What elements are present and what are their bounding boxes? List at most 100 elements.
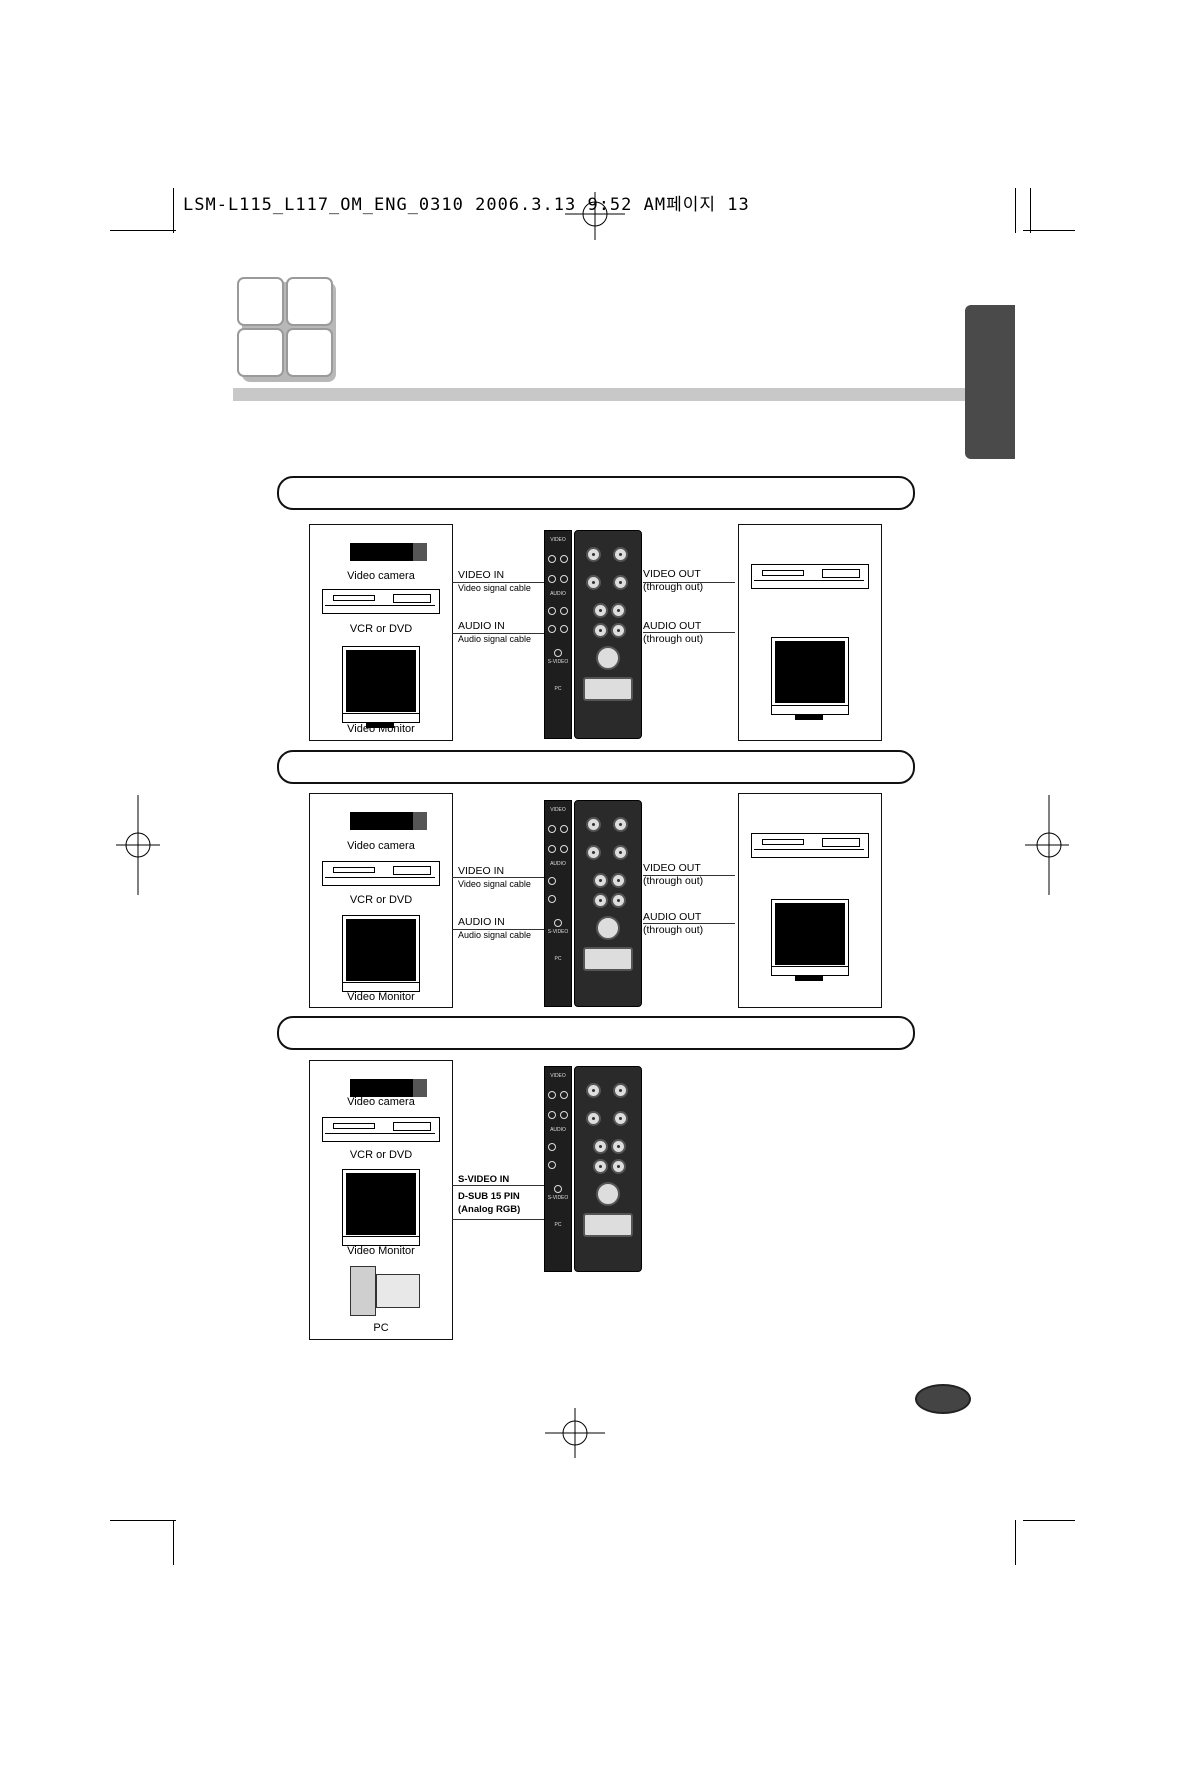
crop-mark: [1015, 188, 1016, 233]
strip-dot: [560, 845, 568, 853]
strip-dot: [548, 1161, 556, 1169]
monitor-stand: [795, 975, 823, 981]
video-out-jack: [586, 1111, 601, 1126]
audio-jack: [611, 1139, 626, 1154]
print-slug: LSM-L115_L117_OM_ENG_0310 2006.3.13 9:52…: [183, 195, 750, 215]
vcr-label: VCR or DVD: [349, 623, 413, 635]
connector-panel: [574, 800, 642, 1007]
monitor-icon: [342, 915, 420, 985]
output-devices-box: [738, 793, 882, 1008]
audio-jack: [611, 623, 626, 638]
strip-dot: [560, 625, 568, 633]
video-in-jack: [613, 547, 628, 562]
vcr-icon: [751, 564, 869, 589]
section-header-2: [277, 750, 915, 784]
strip-pc-label: PC: [554, 956, 562, 962]
input-label-strip: VIDEO AUDIO S-VIDEO PC: [544, 1066, 572, 1272]
video-out-jack: [613, 845, 628, 860]
camera-lens-icon: [413, 1079, 427, 1097]
strip-audio-label: AUDIO: [550, 1127, 566, 1133]
connector-panel: [574, 530, 642, 739]
chapter-side-tab: [965, 305, 1015, 459]
strip-dot: [560, 555, 568, 563]
strip-dot: [554, 1185, 562, 1193]
cable-line: [452, 1185, 570, 1186]
video-in-jack: [586, 1083, 601, 1098]
crop-mark: [173, 188, 174, 233]
video-camera-label: Video camera: [347, 840, 415, 852]
connector-panel: [574, 1066, 642, 1272]
vcr-icon: [322, 861, 440, 886]
crop-mark: [1030, 188, 1031, 233]
d-sub-label: D-SUB 15 PIN(Analog RGB): [458, 1191, 521, 1215]
audio-jack: [611, 893, 626, 908]
strip-audio-label: AUDIO: [550, 591, 566, 597]
video-in-jack: [613, 1083, 628, 1098]
audio-jack: [593, 1159, 608, 1174]
d-sub-port: [583, 947, 633, 971]
monitor-stand: [795, 714, 823, 720]
spacer: [548, 1775, 549, 1776]
strip-dot: [560, 825, 568, 833]
source-devices-box: Video camera VCR or DVD Video Monitor: [309, 793, 453, 1008]
audio-jack: [593, 893, 608, 908]
audio-jack: [593, 1139, 608, 1154]
audio-out-label: AUDIO OUT(through out): [643, 620, 704, 645]
strip-dot: [560, 1111, 568, 1119]
audio-jack: [593, 603, 608, 618]
registration-mark-left: [116, 795, 160, 895]
s-video-jack: [596, 916, 620, 940]
source-devices-box: Video camera VCR or DVD Video Monitor PC: [309, 1060, 453, 1340]
audio-jack: [611, 873, 626, 888]
monitor-bezel: [342, 982, 420, 992]
monitor-stand: [366, 722, 394, 728]
vcr-label: VCR or DVD: [349, 894, 413, 906]
strip-dot: [560, 575, 568, 583]
strip-svideo-label: S-VIDEO: [547, 1195, 569, 1201]
vcr-icon: [322, 589, 440, 614]
cable-line: [452, 582, 570, 583]
section-header-1: [277, 476, 915, 510]
cable-line: [643, 582, 735, 583]
audio-jack: [593, 623, 608, 638]
audio-jack: [593, 873, 608, 888]
monitor-icon: [342, 646, 420, 716]
video-out-label: VIDEO OUT(through out): [643, 862, 704, 887]
video-camera-icon: [350, 543, 414, 561]
strip-dot: [560, 607, 568, 615]
registration-mark: [565, 192, 625, 240]
strip-dot: [554, 649, 562, 657]
strip-dot: [548, 895, 556, 903]
monitor-icon: [771, 637, 849, 707]
strip-video-label: VIDEO: [550, 537, 566, 543]
video-camera-icon: [350, 812, 414, 830]
vcr-label: VCR or DVD: [349, 1149, 413, 1161]
camera-lens-icon: [413, 543, 427, 561]
camera-lens-icon: [413, 812, 427, 830]
strip-dot: [548, 555, 556, 563]
video-in-jack: [586, 547, 601, 562]
source-devices-box: Video camera VCR or DVD Video Monitor: [309, 524, 453, 741]
monitor-label: Video Monitor: [347, 723, 415, 735]
monitor-label: Video Monitor: [347, 991, 415, 1003]
cable-line: [452, 633, 570, 634]
strip-dot: [548, 1111, 556, 1119]
strip-svideo-label: S-VIDEO: [547, 659, 569, 665]
spacer6: [548, 1770, 549, 1771]
crop-mark: [1015, 1520, 1016, 1565]
video-out-label: VIDEO OUT(through out): [643, 568, 704, 593]
audio-jack: [611, 603, 626, 618]
s-video-jack: [596, 646, 620, 670]
strip-pc-label: PC: [554, 686, 562, 692]
input-label-strip: VIDEO AUDIO S-VIDEO PC: [544, 530, 572, 739]
pc-screen-icon: [376, 1274, 420, 1308]
strip-svideo-label: S-VIDEO: [547, 929, 569, 935]
video-camera-label: Video camera: [347, 1096, 415, 1108]
crop-mark: [1023, 1520, 1075, 1521]
registration-mark-bottom: [545, 1408, 605, 1458]
video-in-jack: [586, 817, 601, 832]
